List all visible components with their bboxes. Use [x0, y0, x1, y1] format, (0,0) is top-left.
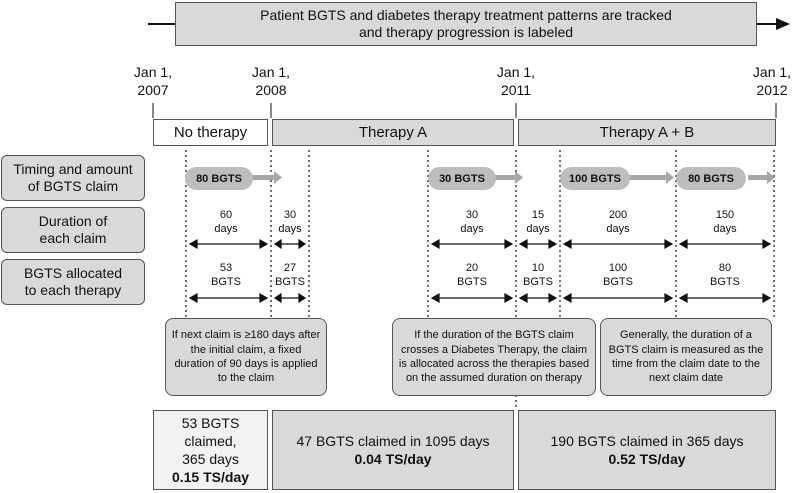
note-fixed-duration: If next claim is ≥180 days after the ini… — [165, 318, 327, 396]
header-line-2: and therapy progression is labeled — [358, 24, 574, 40]
claim-pill-4: 80 BGTS — [676, 167, 746, 190]
phase-therapy-a: Therapy A — [272, 119, 514, 146]
summary-no-therapy: 53 BGTS claimed, 365 days 0.15 TS/day — [153, 410, 268, 490]
date-2012: Jan 1,2012 — [752, 64, 792, 98]
allocation-arrows — [188, 292, 772, 304]
header-banner: Patient BGTS and diabetes therapy treatm… — [175, 2, 757, 46]
duration-arrows — [188, 238, 772, 250]
claim-pill-3: 100 BGTS — [560, 167, 630, 190]
note-general-duration: Generally, the duration of a BGTS claim … — [600, 318, 772, 396]
claim-pill-2: 30 BGTS — [428, 167, 496, 190]
note-cross-therapy: If the duration of the BGTS claim crosse… — [392, 318, 596, 396]
date-2011: Jan 1,2011 — [496, 64, 536, 98]
header-line-1: Patient BGTS and diabetes therapy treatm… — [260, 7, 672, 24]
timeline-arrowhead — [776, 18, 790, 30]
phase-therapy-ab: Therapy A + B — [518, 119, 776, 146]
phase-no-therapy: No therapy — [153, 119, 268, 146]
claim-pill-1: 80 BGTS — [185, 167, 253, 190]
date-2007: Jan 1,2007 — [133, 64, 173, 98]
date-2008: Jan 1,2008 — [251, 64, 291, 98]
summary-therapy-ab: 190 BGTS claimed in 365 days 0.52 TS/day — [518, 410, 776, 490]
summary-therapy-a: 47 BGTS claimed in 1095 days 0.04 TS/day — [272, 410, 514, 490]
